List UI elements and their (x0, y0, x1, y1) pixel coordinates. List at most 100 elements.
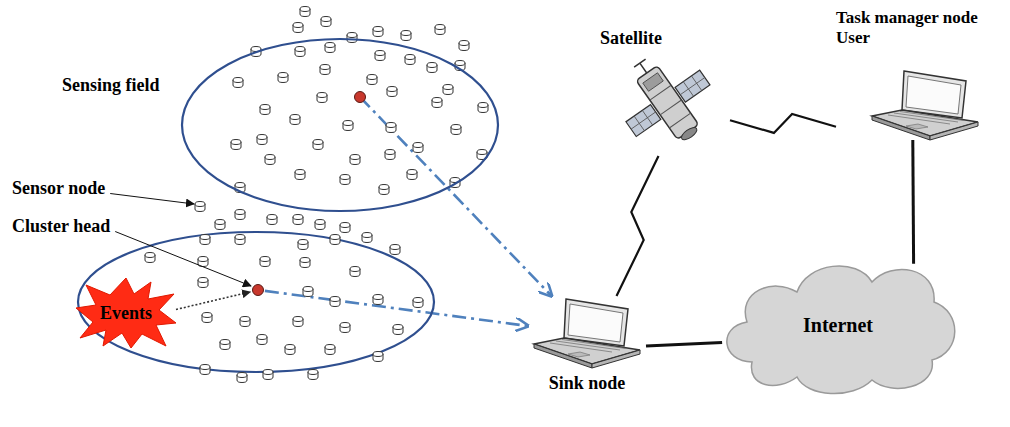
dotted-arrow (176, 292, 250, 310)
sensor-node-top (451, 125, 461, 130)
sensor-node-top (198, 278, 208, 283)
sensor-node-top (321, 17, 331, 22)
sensor-node-top (195, 202, 205, 207)
sensor-nodes (145, 7, 488, 383)
sensor-node-top (478, 103, 488, 108)
sensor-node-top (235, 183, 245, 188)
sensor-node-top (427, 63, 437, 68)
sensor-node-top (257, 135, 267, 140)
sensor-node-top (293, 215, 303, 220)
sensor-node-top (231, 140, 241, 145)
node-label: Sink node (518, 373, 656, 394)
sensor-node-top (401, 31, 411, 36)
leader-line (110, 194, 194, 205)
sensor-node-top (432, 98, 442, 103)
sensor-node-top (260, 257, 270, 262)
sensor-node-top (330, 297, 340, 302)
laptop-icon (872, 71, 978, 140)
sensor-node-top (293, 317, 303, 322)
sensor-node-top (390, 245, 400, 250)
sensing-field-outline (180, 37, 500, 213)
sensor-node-top (379, 185, 389, 190)
sensor-node-top (340, 175, 350, 180)
sensor-node-top (285, 345, 295, 350)
wireless-link (730, 114, 836, 133)
sensor-node-top (373, 295, 383, 300)
diagram-node: Satellite (600, 28, 730, 156)
sensor-node-top (325, 345, 335, 350)
sensor-node-top (290, 115, 300, 120)
sensor-node-top (220, 340, 230, 345)
dash-dot-arrow (360, 97, 552, 296)
sensor-node-top (477, 150, 487, 155)
node-label: Sensing field (62, 75, 160, 96)
diagram-node: Task manager node User (836, 8, 996, 140)
sensor-node-top (215, 220, 225, 225)
sensor-node-top (386, 123, 396, 128)
cluster-head-dot (355, 92, 366, 103)
leader-line (115, 232, 251, 287)
sensor-node-top (350, 155, 360, 160)
sensor-node-top (278, 73, 288, 78)
sensor-node-top (237, 373, 247, 378)
sensor-node-top (308, 370, 318, 375)
sensor-node-top (298, 240, 308, 245)
sensor-node-top (235, 210, 245, 215)
sensor-node-top (295, 170, 305, 175)
sensor-node-top (265, 155, 275, 160)
callout-label: Cluster head (12, 216, 110, 237)
sensor-node-top (340, 323, 350, 328)
sensor-node-top (145, 253, 155, 258)
laptop-icon (534, 299, 640, 368)
sensor-node-top (373, 352, 383, 357)
sensor-node-top (303, 287, 313, 292)
sensor-node-top (362, 233, 372, 238)
diagram-node: Events (76, 278, 176, 348)
sensor-node-top (413, 143, 423, 148)
sensor-node-top (443, 85, 453, 90)
connector (912, 140, 914, 264)
sensor-node-top (387, 87, 397, 92)
sensor-node-top (200, 235, 210, 240)
node-label: Task manager node User (836, 8, 996, 47)
wired-link (911, 140, 915, 264)
sensor-node-top (435, 25, 445, 30)
sensor-node-top (260, 105, 270, 110)
diagram-node: Internet (712, 252, 964, 398)
sensor-node-top (347, 33, 357, 38)
diagram-node: Sensing field (180, 37, 500, 213)
sensor-node-top (300, 7, 310, 12)
sensor-node-top (373, 27, 383, 32)
sensor-node-top (320, 65, 330, 70)
sensor-node-top (202, 313, 212, 318)
node-label: Events (100, 303, 152, 324)
sensor-node-top (257, 335, 267, 340)
sensor-node-top (330, 235, 340, 240)
sensor-node-top (317, 93, 327, 98)
sensor-node-top (393, 325, 403, 330)
sensor-node-top (455, 61, 465, 66)
sensor-node-top (198, 257, 208, 262)
sensor-node-top (233, 78, 243, 83)
sensor-node-top (267, 215, 277, 220)
sensor-node-top (343, 121, 353, 126)
sensor-node-top (235, 235, 245, 240)
sensor-node-top (407, 170, 417, 175)
node-label: Internet (803, 314, 873, 337)
connector (730, 114, 836, 133)
sensor-node-top (200, 365, 210, 370)
sensor-node-top (405, 55, 415, 60)
connector (360, 97, 552, 296)
node-label: Satellite (600, 28, 730, 49)
sensor-node-top (340, 223, 350, 228)
sensor-node-top (350, 267, 360, 272)
wireless-link (617, 156, 659, 296)
sensor-node-top (313, 140, 323, 145)
sensor-node-top (293, 23, 303, 28)
connector (176, 291, 528, 326)
callout-label: Sensor node (12, 178, 105, 199)
sensor-node-top (367, 75, 377, 80)
wired-link (646, 343, 722, 347)
sensor-node-top (295, 47, 305, 52)
